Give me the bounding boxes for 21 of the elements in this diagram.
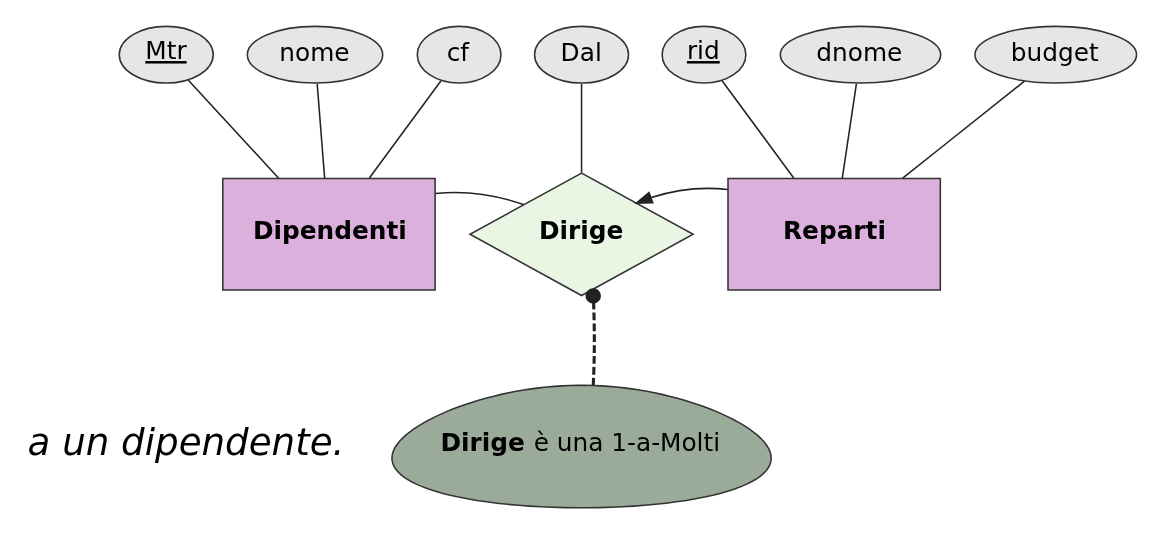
node-ellipse: nome [246,25,384,84]
label: a un dipendente. [27,419,345,464]
arrow [634,187,729,204]
connector [585,287,601,386]
connector [721,79,795,179]
connector [368,79,442,179]
node-ellipse: dnome [779,25,942,84]
node-ellipse: budget [974,25,1138,84]
node-ellipse: Dal [533,25,630,84]
connector [316,82,326,179]
node-box: Reparti [727,177,942,291]
connector [580,82,583,173]
node-box: Dipendenti [222,177,436,291]
node-diamond: Dirige [468,171,695,296]
connector [901,79,1026,179]
connector [841,82,858,179]
node-ellipse: Mtr [118,25,214,84]
node-ellipse: rid [661,25,747,84]
connector [187,78,280,179]
connector [434,191,525,205]
node-ellipse: cf [416,25,502,84]
